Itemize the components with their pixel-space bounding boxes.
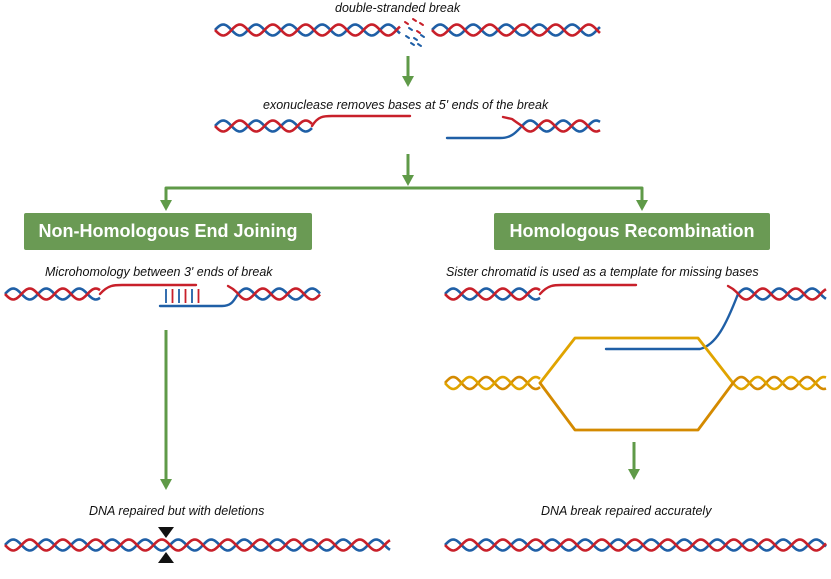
hr-red-overhang <box>538 283 638 296</box>
arrow-hr-to-result <box>628 442 640 480</box>
break-fragment-6 <box>413 37 418 41</box>
break-fragment-9 <box>417 43 422 47</box>
sister-upper-strand <box>538 336 735 385</box>
strand-a <box>214 119 313 133</box>
helix-nhej-right <box>237 287 321 301</box>
sister-helix-left <box>444 375 541 391</box>
strand-b <box>444 538 827 552</box>
break-fragment-5 <box>405 35 410 39</box>
overhang-right-red-stub <box>501 115 524 128</box>
break-fragment-8 <box>410 42 415 46</box>
helix-nhej-left <box>4 287 101 301</box>
arrow-exonuclease-to-split <box>402 154 414 186</box>
break-fragment-4 <box>416 30 421 34</box>
strand-a <box>214 23 401 37</box>
arrow-head <box>160 200 172 211</box>
break-fragment-3 <box>408 27 413 31</box>
strand-a <box>444 538 827 552</box>
overhang-right-blue <box>445 124 524 140</box>
strand-a <box>237 287 321 301</box>
strand-b <box>214 23 401 37</box>
helix-break-right <box>431 23 601 37</box>
single-strands <box>98 114 740 432</box>
nhej-red-overhang <box>98 283 198 296</box>
hr-right-red-stub <box>726 284 740 296</box>
strand-b <box>737 287 827 301</box>
break-fragment-1 <box>412 18 417 22</box>
helix-hr-repaired <box>444 538 827 552</box>
strand-b <box>237 287 321 301</box>
arrow-head <box>402 175 414 186</box>
strand-a <box>737 287 827 301</box>
arrow-head <box>160 479 172 490</box>
helix-break-left <box>214 23 401 37</box>
flow-arrows <box>160 56 648 490</box>
break-fragment-7 <box>420 34 425 38</box>
markers <box>158 18 425 563</box>
strand-a <box>431 23 601 37</box>
arrow-head <box>636 200 648 211</box>
strand-a <box>444 375 541 391</box>
sister-helix-right <box>732 375 827 391</box>
helix-nhej-repaired <box>4 538 391 552</box>
arrow-head <box>628 469 640 480</box>
strand-a <box>732 375 827 391</box>
nhej-blue-overhang <box>158 292 240 308</box>
caption-nhej-result: DNA repaired but with deletions <box>89 504 265 518</box>
helix-hr-right <box>737 287 827 301</box>
strand-a <box>4 538 391 552</box>
strand-b <box>521 119 601 133</box>
deletion-marker-bottom <box>158 552 174 563</box>
strand-a <box>444 287 541 301</box>
helix-hr-left <box>444 287 541 301</box>
caption-microhomology: Microhomology between 3' ends of break <box>45 265 273 279</box>
strand-b <box>431 23 601 37</box>
overhang-left-red <box>310 114 412 128</box>
nhej-label-box: Non-Homologous End Joining <box>24 213 312 250</box>
hr-label-box: Homologous Recombination <box>494 213 770 250</box>
deletion-marker-top <box>158 527 174 538</box>
strand-b <box>4 538 391 552</box>
break-fragment-0 <box>404 21 409 25</box>
arrow-head <box>402 76 414 87</box>
dna-helices <box>4 23 827 552</box>
caption-hr-result: DNA break repaired accurately <box>541 504 712 518</box>
break-fragment-2 <box>419 22 424 26</box>
sister-lower-strand <box>538 381 735 432</box>
helix-resect-left <box>214 119 313 133</box>
arrow-nhej-to-result <box>160 330 172 490</box>
caption-double-stranded-break: double-stranded break <box>335 1 461 15</box>
helix-resect-right <box>521 119 601 133</box>
hr-invading-blue <box>604 292 740 351</box>
arrow-to-nhej <box>160 188 172 211</box>
strand-a <box>4 287 101 301</box>
strand-a <box>521 119 601 133</box>
arrow-break-to-exonuclease <box>402 56 414 87</box>
caption-sister-chromatid: Sister chromatid is used as a template f… <box>446 265 759 279</box>
caption-exonuclease: exonuclease removes bases at 5' ends of … <box>263 98 549 112</box>
strand-b <box>732 375 827 391</box>
arrow-to-hr <box>636 188 648 211</box>
nhej-right-red-stub <box>226 284 240 296</box>
